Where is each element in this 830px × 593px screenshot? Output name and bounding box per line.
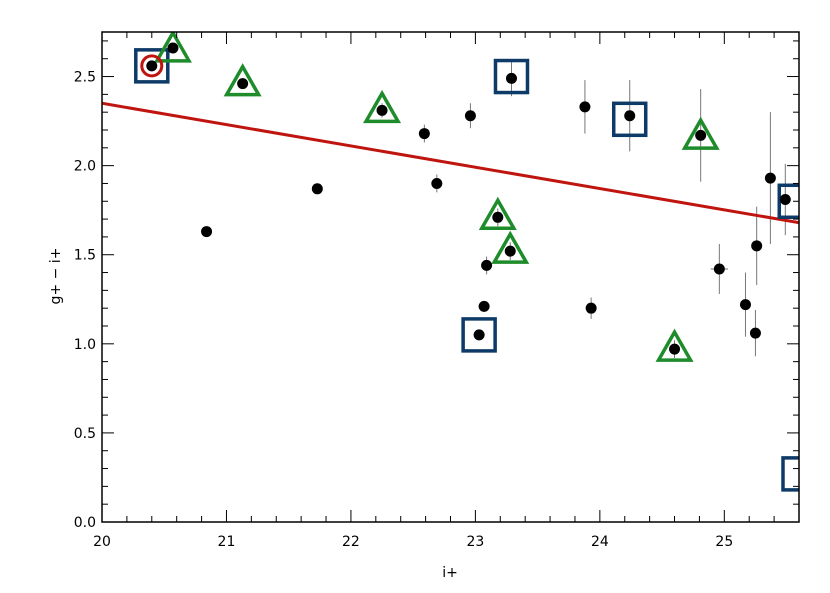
- square-marker: [781, 456, 799, 492]
- data-point: [764, 172, 776, 184]
- data-point: [492, 211, 504, 223]
- data-point: [237, 78, 249, 90]
- markers-layer: [134, 32, 799, 492]
- triangle-marker: [655, 328, 694, 362]
- data-point: [201, 226, 213, 238]
- data-point: [473, 329, 485, 341]
- data-point: [749, 327, 761, 339]
- x-tick-label: 20: [93, 534, 111, 550]
- circle-marker: [140, 54, 164, 78]
- errorbars-layer: [151, 42, 786, 359]
- x-tick-label: 22: [342, 534, 360, 550]
- data-point: [146, 60, 158, 72]
- data-point: [478, 300, 490, 312]
- square-marker: [134, 48, 170, 84]
- y-tick-label: 2.5: [74, 70, 96, 86]
- axis-ticks: [101, 32, 800, 523]
- triangle-marker: [363, 89, 402, 124]
- triangle-marker: [478, 196, 517, 231]
- x-tick-label: 21: [218, 534, 236, 550]
- square-marker: [493, 58, 530, 95]
- fit-line-layer: [102, 101, 799, 225]
- axes-frame: [101, 31, 800, 523]
- triangle-marker: [223, 63, 262, 97]
- data-point: [695, 129, 707, 141]
- x-tick-label: 25: [715, 534, 733, 550]
- data-point: [464, 110, 476, 122]
- data-point: [311, 183, 323, 195]
- y-tick-label: 0.0: [74, 515, 96, 531]
- data-point: [418, 128, 430, 140]
- square-marker: [611, 101, 648, 138]
- data-point: [579, 101, 591, 113]
- y-tick-label: 2.0: [74, 159, 96, 175]
- y-tick-label: 1.0: [74, 337, 96, 353]
- plot-frame: [101, 31, 800, 523]
- triangle-marker: [681, 116, 720, 150]
- data-point: [431, 177, 443, 189]
- data-point: [624, 110, 636, 122]
- points-layer: [146, 42, 791, 355]
- data-point: [167, 42, 179, 54]
- triangle-marker: [491, 230, 530, 264]
- tick-labels: 20 21 22 23 24 25 0.0 0.5 1.0 1.5 2.0 2.5: [74, 70, 734, 550]
- data-point: [585, 302, 597, 314]
- y-axis-label: g+ − i+: [48, 248, 64, 305]
- x-tick-label: 23: [466, 534, 484, 550]
- fit-line: [102, 101, 799, 225]
- triangle-marker: [153, 32, 192, 63]
- data-point: [669, 343, 681, 355]
- square-marker: [777, 183, 799, 220]
- y-tick-label: 1.5: [74, 248, 96, 264]
- data-point: [504, 245, 516, 257]
- data-point: [505, 72, 517, 84]
- data-point: [713, 263, 725, 275]
- square-marker: [461, 317, 497, 353]
- x-axis-label: i+: [442, 565, 458, 581]
- data-point: [739, 299, 751, 311]
- data-point: [751, 240, 763, 252]
- x-tick-label: 24: [591, 534, 609, 550]
- data-point: [376, 104, 388, 116]
- y-tick-label: 0.5: [74, 426, 96, 442]
- data-point: [481, 259, 493, 271]
- data-point: [779, 193, 791, 205]
